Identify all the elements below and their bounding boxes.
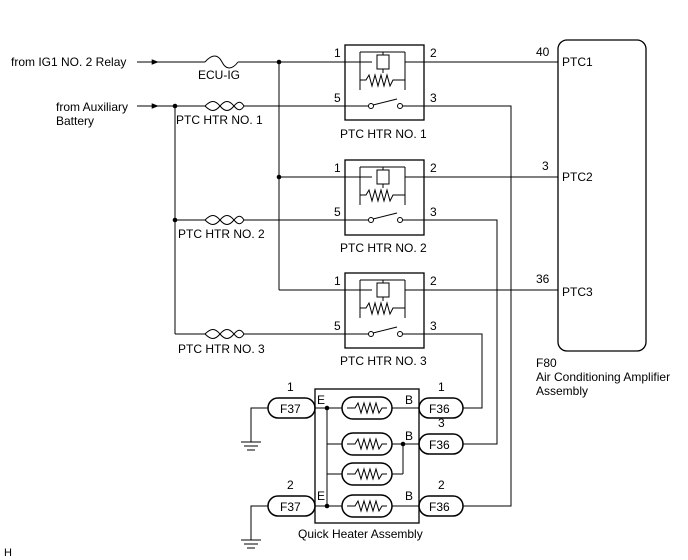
corner-mark: H bbox=[4, 547, 12, 559]
ptc-htr3-fuse-label: PTC HTR NO. 3 bbox=[178, 342, 265, 356]
heater-e-label: E bbox=[317, 489, 325, 503]
amp-pin-name: PTC2 bbox=[562, 170, 593, 184]
amp-name-line2: Assembly bbox=[536, 384, 588, 398]
quick-heater-assembly bbox=[314, 388, 420, 524]
svg-text:3: 3 bbox=[430, 205, 437, 219]
heater-element-icon bbox=[341, 462, 393, 486]
ptc-htr1-fuse-label: PTC HTR NO. 1 bbox=[176, 113, 263, 127]
amp-pin-name: PTC1 bbox=[562, 55, 593, 69]
ground-wire-2 bbox=[250, 505, 268, 540]
svg-text:F36: F36 bbox=[429, 438, 450, 452]
svg-text:3: 3 bbox=[438, 416, 445, 430]
ptc-htr1-fuse-icon bbox=[204, 101, 245, 111]
heater-e-label: E bbox=[317, 393, 325, 407]
heater-b-label: B bbox=[405, 429, 413, 443]
relay-switch-icon bbox=[372, 326, 398, 334]
relay-switch-icon bbox=[372, 212, 398, 220]
heater-element-icon bbox=[341, 432, 393, 456]
relay1-heater-wire bbox=[424, 105, 512, 507]
svg-text:1: 1 bbox=[334, 161, 341, 175]
svg-text:F37: F37 bbox=[280, 500, 301, 514]
svg-text:2: 2 bbox=[430, 161, 437, 175]
ground-icon bbox=[241, 441, 261, 451]
svg-text:5: 5 bbox=[334, 205, 341, 219]
svg-text:5: 5 bbox=[334, 91, 341, 105]
relay2-heater-wire bbox=[424, 219, 498, 445]
svg-text:2: 2 bbox=[287, 478, 294, 492]
svg-text:1: 1 bbox=[287, 380, 294, 394]
heater-b-label: B bbox=[405, 489, 413, 503]
relay-ptc-htr1: 1 2 5 3 PTC HTR NO. 1 bbox=[334, 44, 437, 141]
svg-text:1: 1 bbox=[334, 274, 341, 288]
svg-text:F36: F36 bbox=[429, 500, 450, 514]
svg-text:F37: F37 bbox=[280, 402, 301, 416]
relay3-label: PTC HTR NO. 3 bbox=[340, 354, 427, 368]
connector-f36-3 bbox=[418, 433, 464, 455]
heater-b-label: B bbox=[405, 393, 413, 407]
relay-ptc-htr3: 1 2 5 3 PTC HTR NO. 3 bbox=[334, 272, 437, 368]
amp-name-line1: Air Conditioning Amplifier bbox=[536, 370, 670, 384]
heater-element-icon bbox=[341, 396, 393, 420]
quick-heater-label: Quick Heater Assembly bbox=[298, 527, 423, 541]
ecu-ig-fuse-icon bbox=[204, 55, 239, 69]
aux-input-label-1: from Auxiliary bbox=[56, 100, 128, 114]
relay-coil-icon bbox=[376, 282, 390, 298]
connector-f36-1 bbox=[418, 397, 464, 419]
svg-text:1: 1 bbox=[438, 380, 445, 394]
relay-ptc-htr2: 1 2 5 3 PTC HTR NO. 2 bbox=[334, 159, 437, 255]
heater-element-icon bbox=[341, 494, 393, 518]
amp-pin-name: PTC3 bbox=[562, 285, 593, 299]
amp-connector-code: F80 bbox=[536, 356, 557, 370]
resistor-icon bbox=[360, 188, 405, 203]
relay2-label: PTC HTR NO. 2 bbox=[340, 241, 427, 255]
resistor-icon bbox=[360, 73, 405, 88]
svg-text:2: 2 bbox=[438, 478, 445, 492]
air-conditioning-amplifier bbox=[557, 39, 647, 352]
ptc-htr2-fuse-label: PTC HTR NO. 2 bbox=[178, 227, 265, 241]
svg-text:2: 2 bbox=[430, 274, 437, 288]
relay3-heater-wire bbox=[424, 333, 483, 409]
resistor-icon bbox=[360, 301, 405, 316]
svg-text:5: 5 bbox=[334, 319, 341, 333]
svg-text:F36: F36 bbox=[429, 402, 450, 416]
amp-pin-num: 40 bbox=[536, 45, 550, 59]
relay-coil-icon bbox=[376, 54, 390, 70]
svg-text:1: 1 bbox=[334, 46, 341, 60]
svg-text:3: 3 bbox=[430, 319, 437, 333]
relay-coil-icon bbox=[376, 169, 390, 185]
amp-pin-num: 3 bbox=[542, 159, 549, 173]
svg-text:3: 3 bbox=[430, 91, 437, 105]
ecu-ig-fuse-label: ECU-IG bbox=[198, 68, 240, 82]
svg-text:2: 2 bbox=[430, 46, 437, 60]
ptc-htr3-fuse-icon bbox=[204, 329, 245, 339]
aux-input-label-2: Battery bbox=[56, 114, 94, 128]
ig1-input-label: from IG1 NO. 2 Relay bbox=[11, 55, 126, 69]
relay-switch-icon bbox=[372, 98, 398, 106]
ptc-htr2-fuse-icon bbox=[204, 215, 245, 225]
amp-pin-num: 36 bbox=[536, 272, 550, 286]
relay1-label: PTC HTR NO. 1 bbox=[340, 127, 427, 141]
connector-f36-2 bbox=[418, 495, 464, 517]
ground-icon bbox=[241, 539, 261, 549]
ground-wire-1 bbox=[250, 407, 268, 442]
